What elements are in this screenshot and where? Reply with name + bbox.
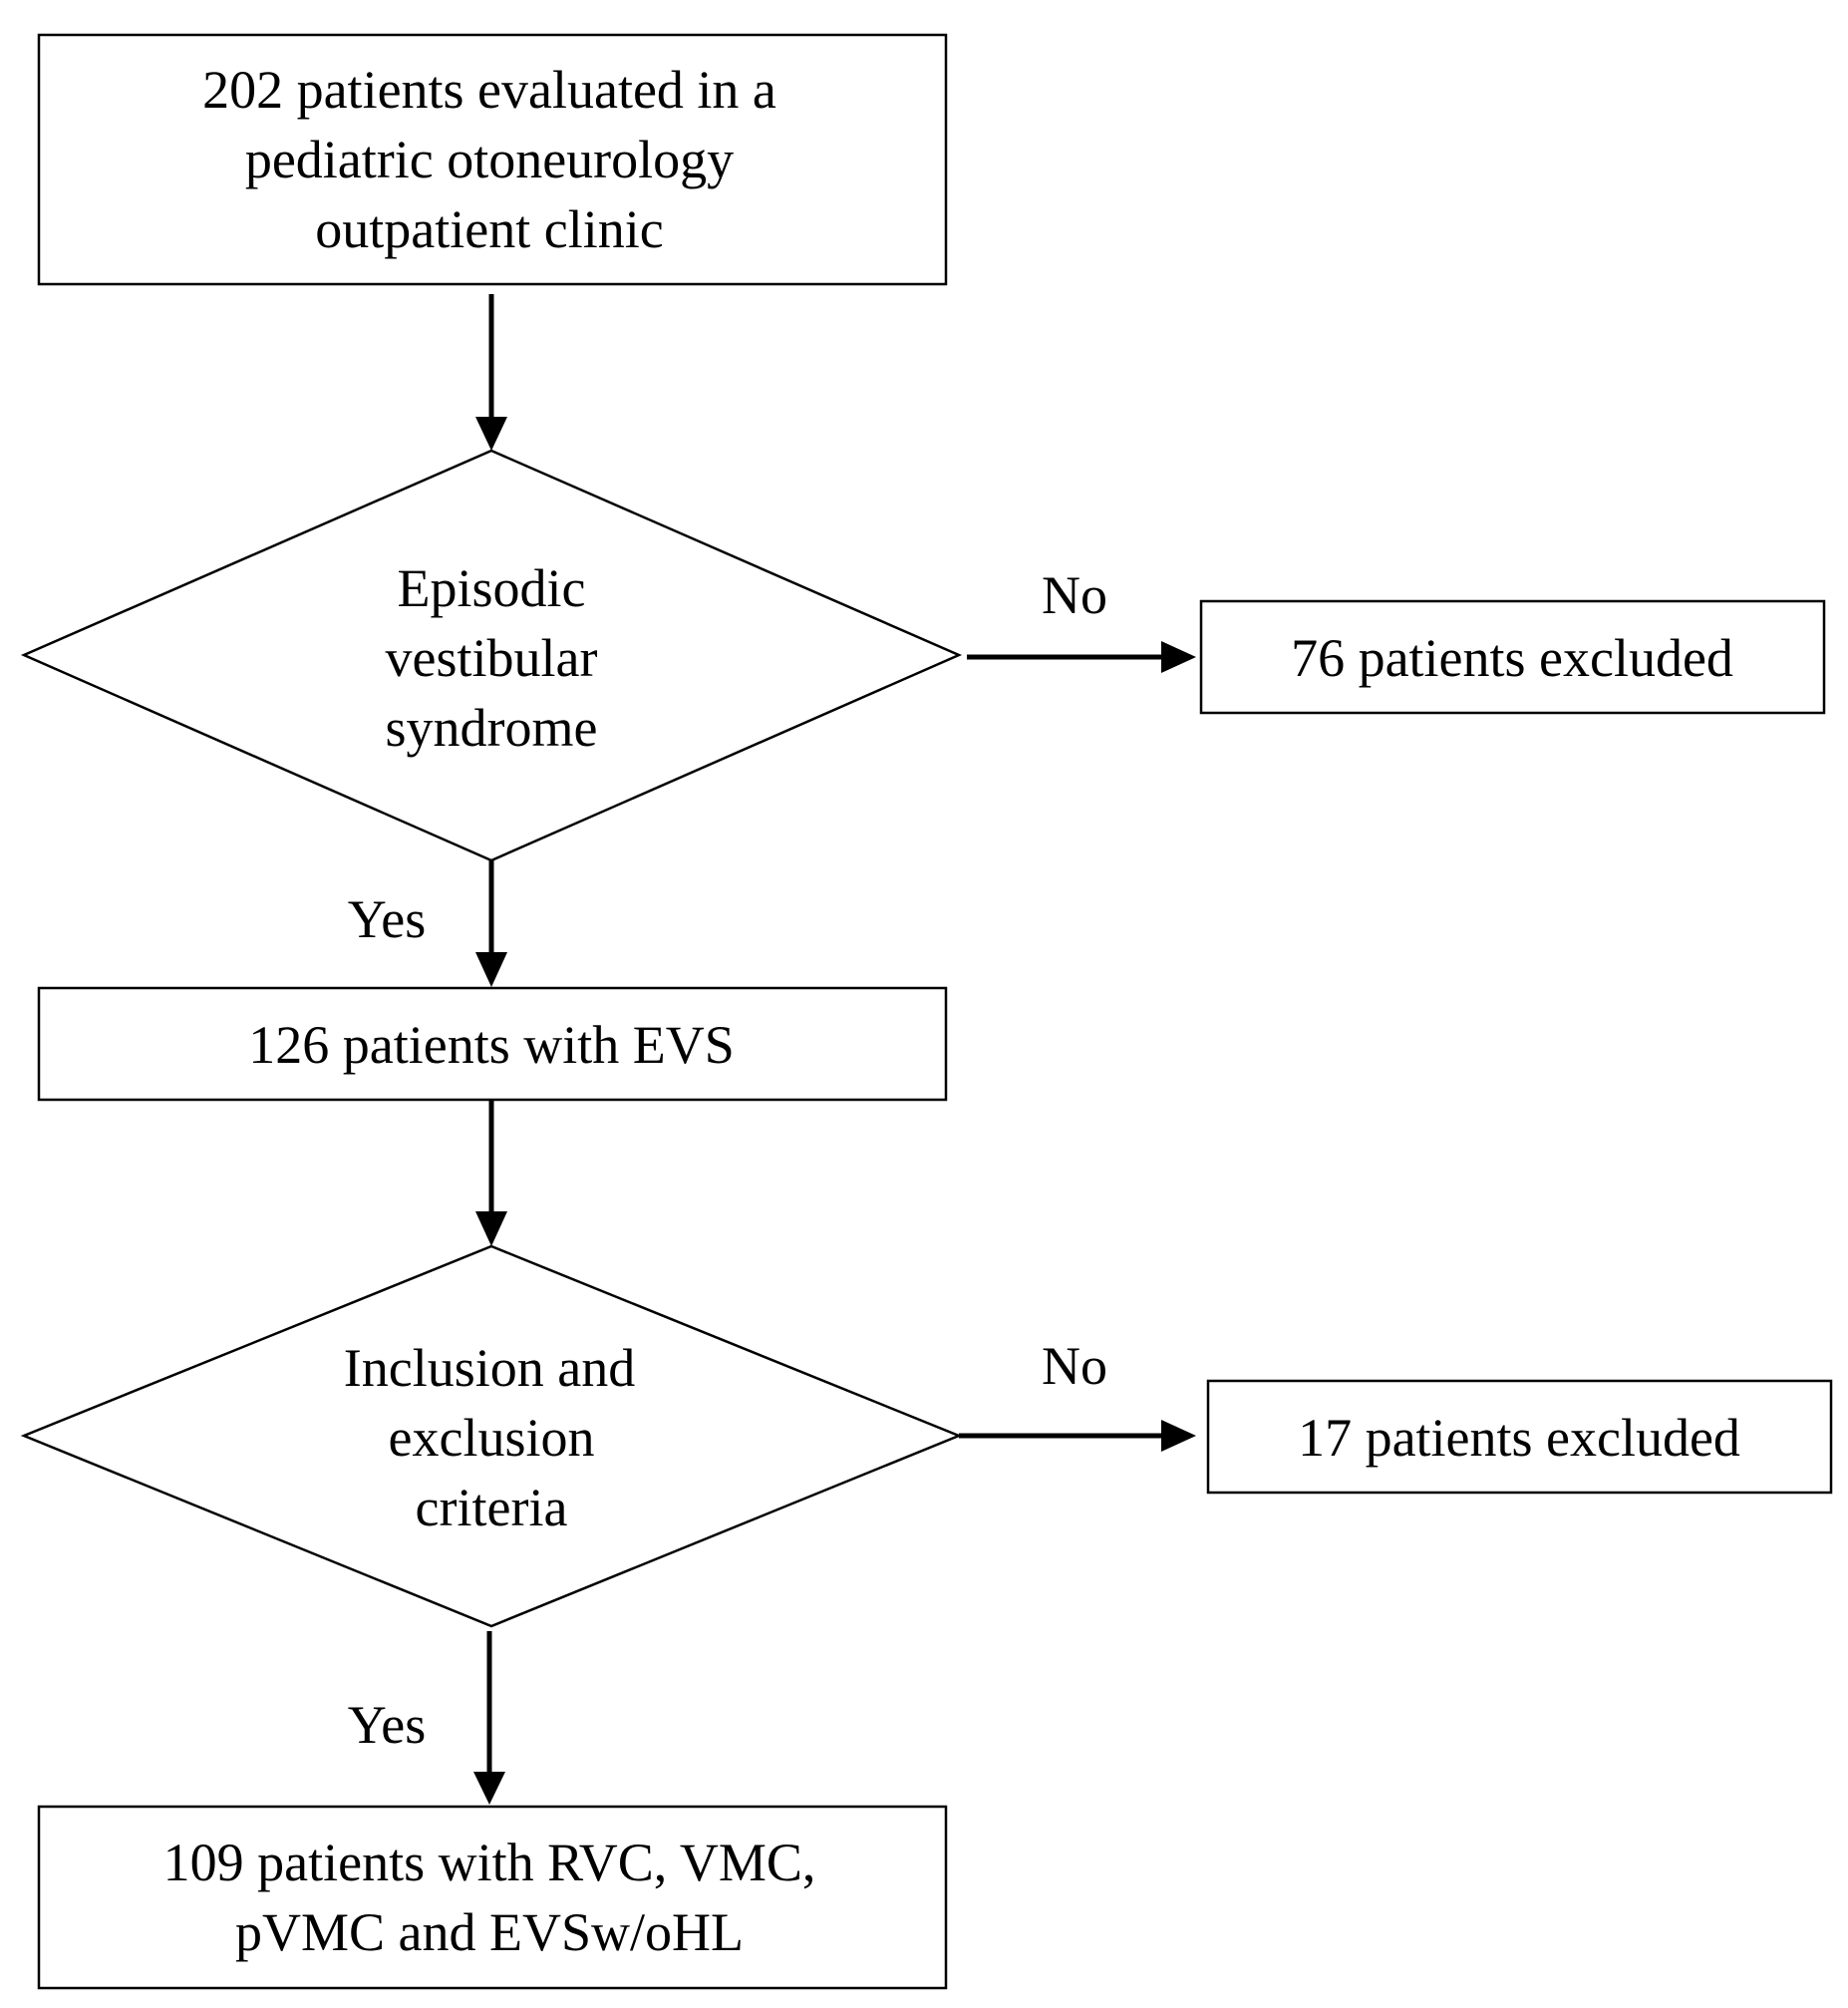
arrowhead-start-to-decision1 <box>475 417 507 451</box>
excluded2-text: 17 patients excluded <box>1298 1408 1740 1468</box>
final-box <box>37 1805 948 1990</box>
decision2-line-3: criteria <box>416 1478 568 1537</box>
arrowhead-decision2-yes <box>473 1772 505 1805</box>
arrowhead-evs-to-decision2 <box>475 1211 507 1246</box>
evs-box <box>37 986 948 1102</box>
arrowhead-decision2-no <box>1161 1420 1196 1452</box>
arrowhead-decision1-no <box>1161 641 1196 673</box>
excluded1-box <box>1199 599 1826 715</box>
excluded1-text: 76 patients excluded <box>1291 628 1733 688</box>
decision2-diamond <box>20 1244 963 1628</box>
start-box <box>37 33 948 286</box>
excluded2-box <box>1206 1379 1833 1495</box>
decision2-no-label: No <box>1042 1336 1107 1396</box>
final-box-line-1: 109 patients with RVC, VMC, <box>163 1833 816 1892</box>
decision2-line-2: exclusion <box>389 1408 595 1468</box>
evs-text: 126 patients with EVS <box>248 1015 734 1075</box>
decision1-line-1: Episodic <box>398 558 586 618</box>
start-box-line-3: outpatient clinic <box>315 199 663 259</box>
start-box-line-1: 202 patients evaluated in a <box>202 60 776 120</box>
arrowhead-decision1-yes <box>475 952 507 987</box>
decision1-yes-label: Yes <box>348 889 427 949</box>
final-box-line-2: pVMC and EVSw/oHL <box>235 1902 744 1962</box>
decision1-line-3: syndrome <box>386 698 598 758</box>
decision2-yes-label: Yes <box>348 1695 427 1755</box>
decision1-no-label: No <box>1042 565 1107 625</box>
start-box-line-2: pediatric otoneurology <box>245 130 734 189</box>
decision1-line-2: vestibular <box>386 628 598 688</box>
decision2-line-1: Inclusion and <box>344 1338 635 1398</box>
